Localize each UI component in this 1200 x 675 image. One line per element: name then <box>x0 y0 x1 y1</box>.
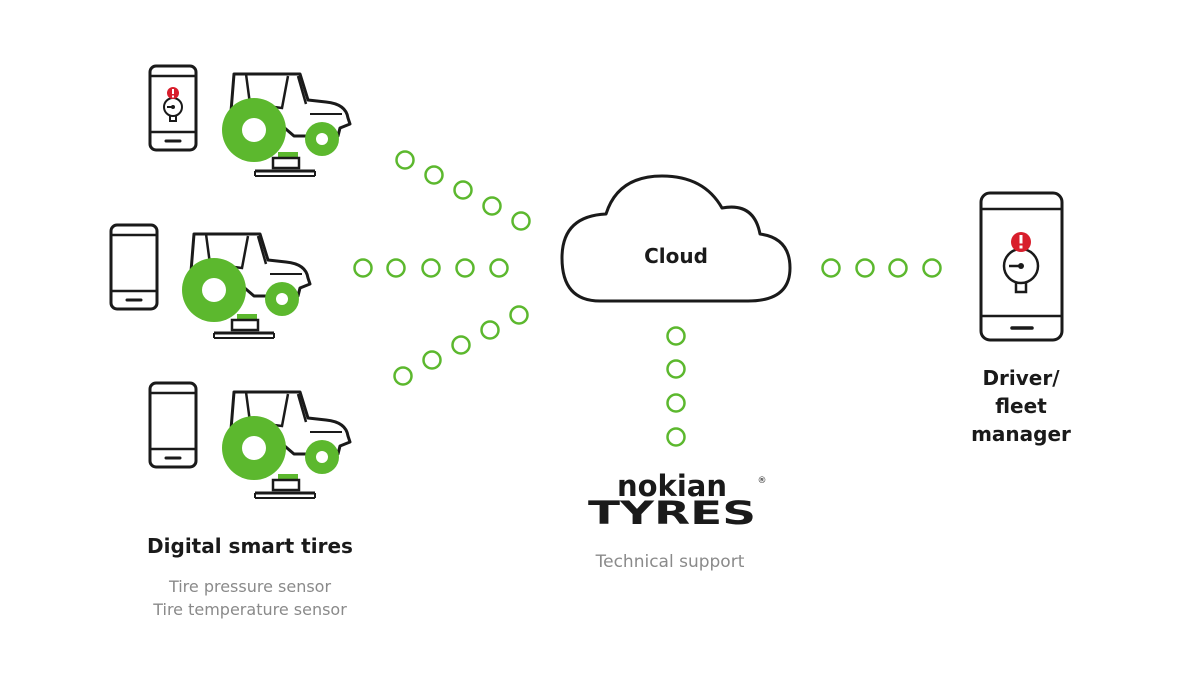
nokian-tyres-logo: nokian ® TYRES <box>588 469 767 532</box>
tractor-icon <box>220 72 352 164</box>
driver-phone <box>979 191 1064 342</box>
title-line: Driver/ <box>982 366 1060 390</box>
tractor-icon <box>180 232 312 324</box>
svg-text:nokian: nokian <box>617 469 727 503</box>
sensor-row-2 <box>109 223 312 340</box>
sensor-row-1 <box>148 64 352 178</box>
left-group-details: Tire pressure sensor Tire temperature se… <box>100 575 400 621</box>
connector-upper <box>395 150 531 231</box>
support-label: Technical support <box>595 552 745 572</box>
svg-text:TYRES: TYRES <box>588 494 756 532</box>
alert-icon <box>167 87 179 99</box>
connector-down <box>666 326 686 447</box>
sensor-row-3 <box>148 381 352 500</box>
smartphone-icon <box>148 381 198 469</box>
connector-middle <box>353 258 509 278</box>
detail-line: Tire pressure sensor <box>168 577 332 596</box>
title-line: fleet <box>995 394 1047 418</box>
title-line: manager <box>971 422 1071 446</box>
right-group-title: Driver/ fleet manager <box>941 364 1101 448</box>
smartphone-icon <box>109 223 159 311</box>
cloud-icon <box>560 174 792 303</box>
connector-lower <box>393 305 529 386</box>
cloud-label: Cloud <box>644 244 708 268</box>
left-group-title: Digital smart tires <box>147 534 353 558</box>
tractor-icon <box>220 390 352 482</box>
connector-right <box>821 258 942 278</box>
svg-text:®: ® <box>758 476 767 486</box>
alert-icon <box>1011 232 1031 252</box>
detail-line: Tire temperature sensor <box>153 600 347 619</box>
